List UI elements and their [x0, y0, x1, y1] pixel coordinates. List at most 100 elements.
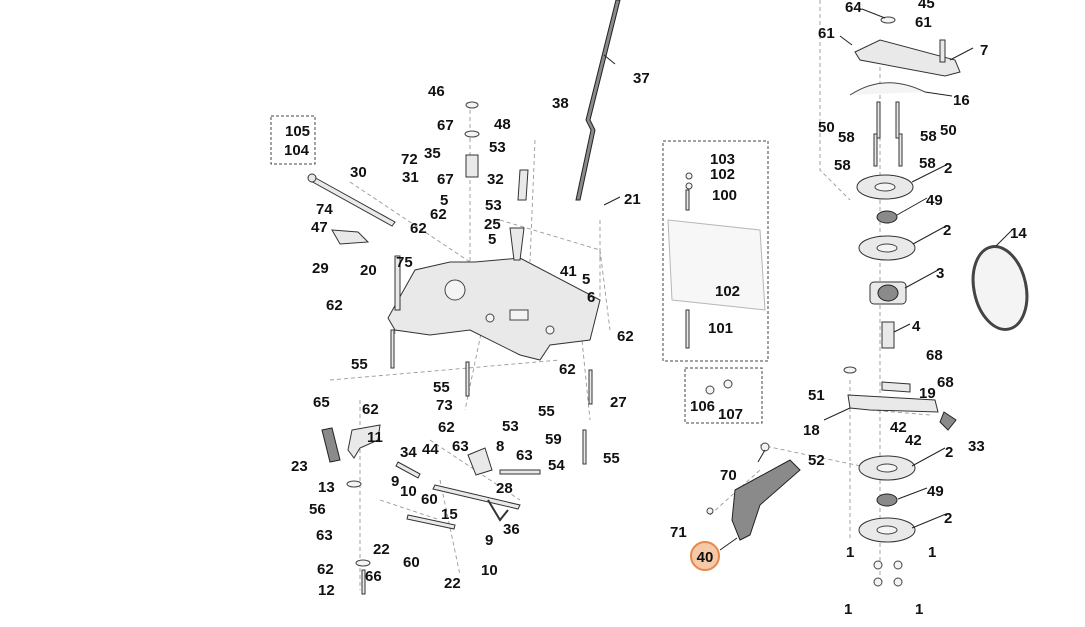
callout-label: 9 [391, 473, 399, 490]
callout-label: 47 [311, 219, 328, 236]
callout-label: 63 [516, 447, 533, 464]
callout-label: 2 [945, 444, 953, 461]
callout-label: 62 [438, 419, 455, 436]
callout-label: 64 [845, 0, 862, 16]
callout-label: 65 [313, 394, 330, 411]
callout-label: 3 [936, 265, 944, 282]
callout-label: 101 [708, 320, 733, 337]
callout-label: 14 [1010, 225, 1027, 242]
callout-label: 72 [401, 151, 418, 168]
callout-label: 55 [603, 450, 620, 467]
callout-label: 63 [316, 527, 333, 544]
parts-left [307, 0, 621, 595]
callout-label: 71 [670, 524, 687, 541]
callout-label: 31 [402, 169, 419, 186]
callout-label: 62 [362, 401, 379, 418]
callout-label: 50 [940, 122, 957, 139]
parts-kit [667, 172, 766, 395]
callout-label: 61 [915, 14, 932, 31]
callout-label: 6 [587, 289, 595, 306]
callout-label: 22 [444, 575, 461, 592]
callout-label: 36 [503, 521, 520, 538]
callout-label: 59 [545, 431, 562, 448]
leader-lines [603, 8, 1013, 551]
callout-label: 38 [552, 95, 569, 112]
callout-label: 5 [440, 192, 448, 209]
callout-label: 44 [422, 441, 439, 458]
callout-label: 54 [548, 457, 565, 474]
callout-label: 30 [350, 164, 367, 181]
callout-label: 75 [396, 254, 413, 271]
callout-label: 62 [617, 328, 634, 345]
callout-label: 68 [937, 374, 954, 391]
callout-label: 58 [834, 157, 851, 174]
callout-label: 55 [433, 379, 450, 396]
callout-label: 42 [905, 432, 922, 449]
callout-label: 32 [487, 171, 504, 188]
callout-label: 15 [441, 506, 458, 523]
callout-label: 45 [918, 0, 935, 12]
callout-label: 27 [610, 394, 627, 411]
callout-label: 67 [437, 171, 454, 188]
highlight-marker [690, 541, 720, 571]
callout-label: 1 [846, 544, 854, 561]
callout-label: 58 [920, 128, 937, 145]
highlighted-part-label[interactable]: 40 [697, 549, 714, 566]
callout-label: 106 [690, 398, 715, 415]
callout-label: 21 [624, 191, 641, 208]
callout-label: 102 [715, 283, 740, 300]
callout-label: 68 [926, 347, 943, 364]
callout-label: 74 [316, 201, 333, 218]
callout-label: 22 [373, 541, 390, 558]
callout-label: 62 [559, 361, 576, 378]
callout-label: 10 [400, 483, 417, 500]
callout-label: 50 [818, 119, 835, 136]
callout-label: 107 [718, 406, 743, 423]
callout-label: 10 [481, 562, 498, 579]
callout-label: 16 [953, 92, 970, 109]
callout-label: 11 [367, 429, 383, 446]
callout-label: 62 [326, 297, 343, 314]
callout-label: 8 [496, 438, 504, 455]
callout-label: 51 [808, 387, 825, 404]
callout-label: 20 [360, 262, 377, 279]
callout-label: 2 [944, 160, 952, 177]
callout-label: 9 [485, 532, 493, 549]
callout-label: 34 [400, 444, 417, 461]
callout-label: 48 [494, 116, 511, 133]
callout-label: 5 [582, 271, 590, 288]
callout-label: 60 [421, 491, 438, 508]
callout-label: 4 [912, 318, 921, 335]
callout-label: 49 [927, 483, 944, 500]
callout-label: 105 [285, 123, 310, 140]
callout-label: 62 [410, 220, 427, 237]
callout-label: 104 [284, 142, 310, 159]
callout-label: 102 [710, 166, 735, 183]
callout-label: 13 [318, 479, 335, 496]
kit-box-105-104 [270, 115, 316, 165]
callout-label: 63 [452, 438, 469, 455]
callout-label: 25 [484, 216, 501, 233]
callout-label: 55 [538, 403, 555, 420]
callout-label: 19 [919, 385, 936, 402]
callout-label: 66 [365, 568, 382, 585]
callout-label: 1 [915, 601, 923, 618]
callout-label: 53 [485, 197, 502, 214]
kit-box-106-107 [684, 367, 763, 424]
callout-label: 61 [818, 25, 835, 42]
parts-right [706, 16, 1029, 587]
callout-label: 62 [430, 206, 447, 223]
callout-label: 1 [844, 601, 852, 618]
callout-label: 53 [489, 139, 506, 156]
callout-label: 35 [424, 145, 441, 162]
callout-label: 23 [291, 458, 308, 475]
callout-label: 33 [968, 438, 985, 455]
callout-label: 28 [496, 480, 513, 497]
callout-label: 18 [803, 422, 820, 439]
callout-label: 56 [309, 501, 326, 518]
callout-label: 103 [710, 151, 735, 168]
callout-label: 58 [838, 129, 855, 146]
